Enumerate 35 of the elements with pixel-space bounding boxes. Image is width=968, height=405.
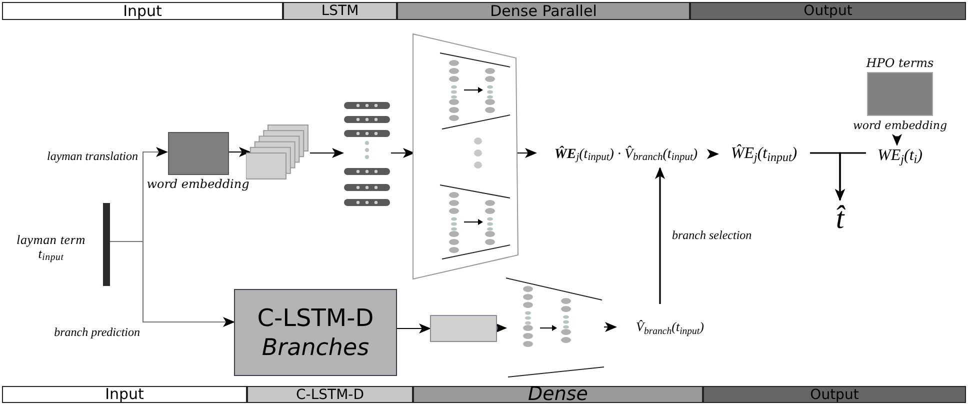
node-label: word embedding xyxy=(852,119,948,132)
stage-band: LSTM xyxy=(283,2,397,20)
edge-label: branch selection xyxy=(672,228,753,242)
arrow xyxy=(228,147,251,157)
stage-band: Input xyxy=(2,386,247,403)
arrow xyxy=(655,167,665,304)
stage-band: Dense xyxy=(413,386,703,403)
edge-label: layman translation xyxy=(46,149,138,163)
node-label: word embedding xyxy=(146,177,250,191)
arrow xyxy=(517,148,537,158)
arrow xyxy=(391,148,415,158)
stage-band: Dense Parallel xyxy=(397,2,690,20)
formula: V̂$_{branch}$(t$_{input}$) xyxy=(636,318,704,337)
arrow xyxy=(110,240,235,327)
model-subtitle: Branches xyxy=(262,334,370,362)
model-box xyxy=(234,289,397,376)
formula: ŴE$_{j}$(t$_{input}$) xyxy=(730,143,798,166)
term-label: layman term t$_{input}$ xyxy=(16,233,86,261)
arrow xyxy=(397,324,431,334)
stage-band: Input xyxy=(2,2,283,20)
stage-band: Output xyxy=(690,2,966,20)
arrow xyxy=(310,148,344,158)
arrow xyxy=(495,323,507,333)
arrow xyxy=(707,149,719,159)
stage-band: Output xyxy=(703,386,966,403)
arrow xyxy=(835,152,866,201)
model-title: C-LSTM-D xyxy=(257,302,374,332)
formula: WE$_{j}$(t$_{i}$) xyxy=(878,146,922,168)
formula: ŴE$_{j}$(t$_{input}$) · V̂$_{branch}$(t$_{input}$) xyxy=(554,144,698,164)
arrow xyxy=(892,134,902,146)
arrow xyxy=(604,322,617,332)
stage-band: C-LSTM-D xyxy=(247,386,413,403)
heading: HPO terms xyxy=(866,56,934,70)
output-symbol: t̂ xyxy=(836,204,844,234)
edge-label: branch prediction xyxy=(53,325,140,339)
